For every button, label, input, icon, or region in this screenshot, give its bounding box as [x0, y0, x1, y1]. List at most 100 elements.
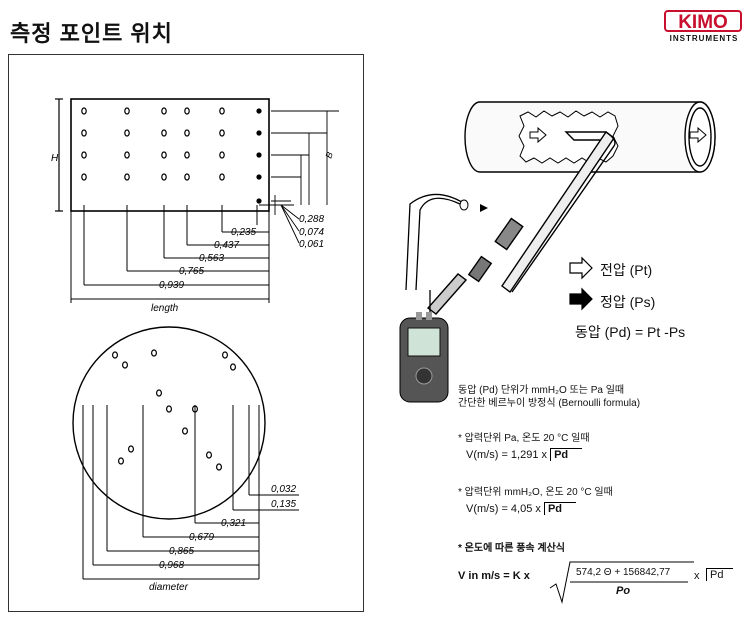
probe-hole [81, 151, 87, 159]
probe-hole [151, 349, 158, 357]
probe-hole [161, 129, 167, 137]
legend-icons [569, 256, 593, 311]
hose-end [459, 199, 469, 211]
rect-dim-4: 0,765 [179, 266, 204, 277]
rect-grid-points [81, 107, 262, 204]
probe-hole [124, 129, 130, 137]
side-label-b: B [323, 151, 334, 160]
rect-dim-lines [71, 231, 269, 300]
rect-dim-2: 0,437 [214, 240, 239, 251]
probe-hole [81, 129, 87, 137]
logo-text: KIMO [664, 10, 742, 33]
manometer [399, 312, 449, 403]
probe-hole [216, 463, 223, 471]
height-label: H [51, 153, 59, 164]
probe-hole [124, 107, 130, 115]
edge-hole [256, 130, 262, 136]
probe-hole [222, 351, 229, 359]
probe-hole [206, 451, 213, 459]
mm-formula: V(m/s) = 4,05 x Pd [466, 502, 577, 515]
flow-arrows [529, 126, 707, 144]
probe-hole [219, 173, 225, 181]
times-sign: x [694, 570, 700, 582]
static-pressure-icon [569, 287, 593, 311]
circle-points [111, 349, 237, 471]
pressure-hoses [405, 193, 469, 312]
intro-line-1: 동압 (Pd) 단위가 mmH₂O 또는 Pa 일때 [458, 385, 625, 396]
probe-hole [111, 351, 118, 359]
port-arrows [480, 204, 488, 212]
circle-dim-6: 0,968 [159, 560, 184, 571]
pa-formula: V(m/s) = 1,291 x Pd [466, 448, 583, 461]
probe-hole [161, 173, 167, 181]
legend-pt: 전압 (Pt) [600, 262, 653, 278]
probe-hole [161, 151, 167, 159]
side-dim-2: 0,074 [299, 227, 324, 238]
temp-formula-title: * 온도에 따른 풍속 계산식 [458, 543, 566, 554]
probe-hole [124, 151, 130, 159]
edge-hole [256, 152, 262, 158]
circle-dim-4: 0,679 [189, 532, 214, 543]
probe-hole [166, 405, 173, 413]
circle-dim-3: 0,321 [221, 518, 246, 529]
edge-hole [256, 108, 262, 114]
pa-condition: * 압력단위 Pa, 온도 20 °C 일때 [458, 433, 590, 444]
probe-hole [121, 361, 128, 369]
edge-hole [256, 174, 262, 180]
page-title: 측정 포인트 위치 [10, 21, 173, 46]
circle-dim-5: 0,865 [169, 546, 194, 557]
probe-hole [81, 107, 87, 115]
mm-root: Pd [543, 502, 577, 515]
diameter-label: diameter [149, 582, 189, 593]
pitot-probe [426, 130, 616, 315]
circle-dim-2: 0,135 [271, 499, 296, 510]
probe-hole [81, 173, 87, 181]
edge-hole [256, 198, 262, 204]
side-dim-1: 0,288 [299, 214, 324, 225]
rect-dim-5: 0,939 [159, 280, 184, 291]
probe-hole [156, 389, 163, 397]
pa-root: Pd [550, 448, 583, 461]
rect-duct [55, 98, 270, 212]
probe-hole [230, 363, 237, 371]
logo-subtitle: INSTRUMENTS [669, 34, 739, 43]
probe-hole [184, 173, 190, 181]
rect-vertical-lines [70, 205, 270, 303]
pitot-illustration [399, 101, 716, 403]
pd-root: Pd [706, 568, 734, 581]
probe-hole [219, 107, 225, 115]
legend-pd: 동압 (Pd) = Pt -Ps [575, 324, 686, 340]
total-pressure-icon [569, 256, 593, 280]
kimo-logo: KIMO INSTRUMENTS [664, 10, 744, 46]
probe-hole [184, 129, 190, 137]
probe-hole [219, 151, 225, 159]
mm-condition: * 압력단위 mmH₂O, 온도 20 °C 일때 [458, 487, 613, 498]
diagram-svg: H 0,235 0,437 0,563 0,765 0,939 leng [51, 98, 339, 593]
probe-hole [219, 129, 225, 137]
radical-sign [549, 561, 694, 604]
rect-dim-3: 0,563 [199, 253, 224, 264]
circle-dim-lines [83, 494, 299, 580]
numerator: 574,2 Θ + 156842,77 [576, 567, 671, 578]
pa-formula-text: V(m/s) = 1,291 x [466, 449, 548, 461]
probe-hole [124, 173, 130, 181]
probe-hole [184, 107, 190, 115]
probe-hole [161, 107, 167, 115]
probe-hole [117, 457, 124, 465]
probe-hole [184, 151, 190, 159]
circle-vertical-lines [82, 405, 260, 579]
rect-dim-1: 0,235 [231, 227, 256, 238]
intro-line-2: 간단한 베르누이 방정식 (Bernoulli formula) [458, 398, 641, 409]
probe-hole [127, 445, 134, 453]
mm-formula-text: V(m/s) = 4,05 x [466, 503, 541, 515]
length-label: length [151, 303, 179, 314]
measurement-diagram-panel: H 0,235 0,437 0,563 0,765 0,939 leng [8, 54, 364, 612]
probe-hole [182, 427, 189, 435]
circle-dim-1: 0,032 [271, 484, 296, 495]
circular-duct [72, 326, 266, 520]
side-dim-3: 0,061 [299, 239, 324, 250]
v-formula-lead: V in m/s = K x [458, 570, 530, 582]
rect-side-dims [259, 110, 339, 244]
denominator: Po [616, 585, 631, 597]
legend-ps: 정압 (Ps) [600, 294, 656, 310]
